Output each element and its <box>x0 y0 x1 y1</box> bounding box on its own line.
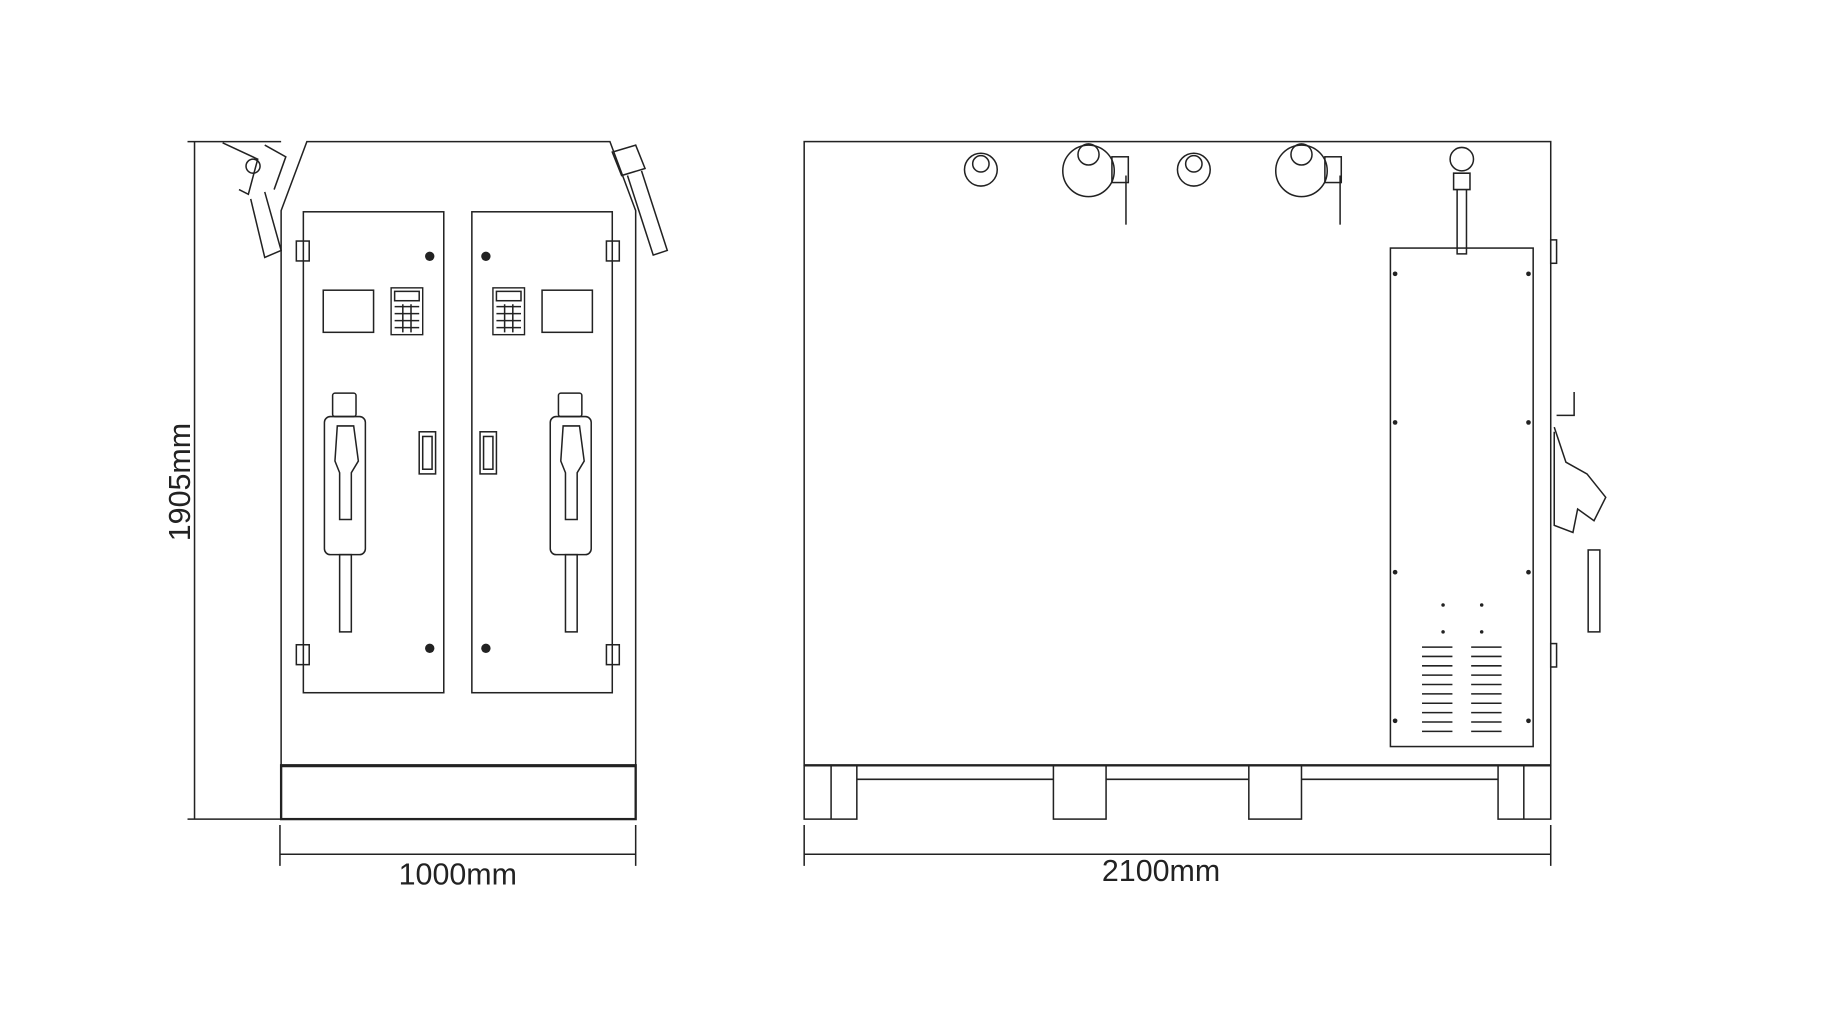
valve-left-icon <box>222 142 287 259</box>
dimension-height: 1905mm <box>163 423 197 541</box>
dispenser-panel-right <box>471 211 621 694</box>
keypad-icon <box>492 287 526 336</box>
front-view: 1905mm 1000mm <box>163 140 669 892</box>
fuel-nozzle-icon <box>323 392 367 633</box>
dispenser-panel-left <box>295 211 445 694</box>
valve-2-icon <box>1062 143 1130 225</box>
fitting-3-icon <box>1176 152 1211 187</box>
side-view: 2100mm <box>803 140 1607 888</box>
pump-cabinet <box>1389 247 1534 748</box>
valve-right-icon <box>611 144 669 257</box>
side-nozzle-icon <box>1553 391 1607 633</box>
fitting-1-icon <box>963 152 999 187</box>
dimension-width: 1000mm <box>399 858 517 892</box>
valve-4-icon <box>1274 143 1343 225</box>
dimension-length: 2100mm <box>1102 854 1220 888</box>
vent-pipe-icon <box>1449 146 1475 255</box>
skid-base <box>803 764 1552 820</box>
fuel-nozzle-icon <box>549 392 592 633</box>
keypad-icon <box>390 287 424 336</box>
